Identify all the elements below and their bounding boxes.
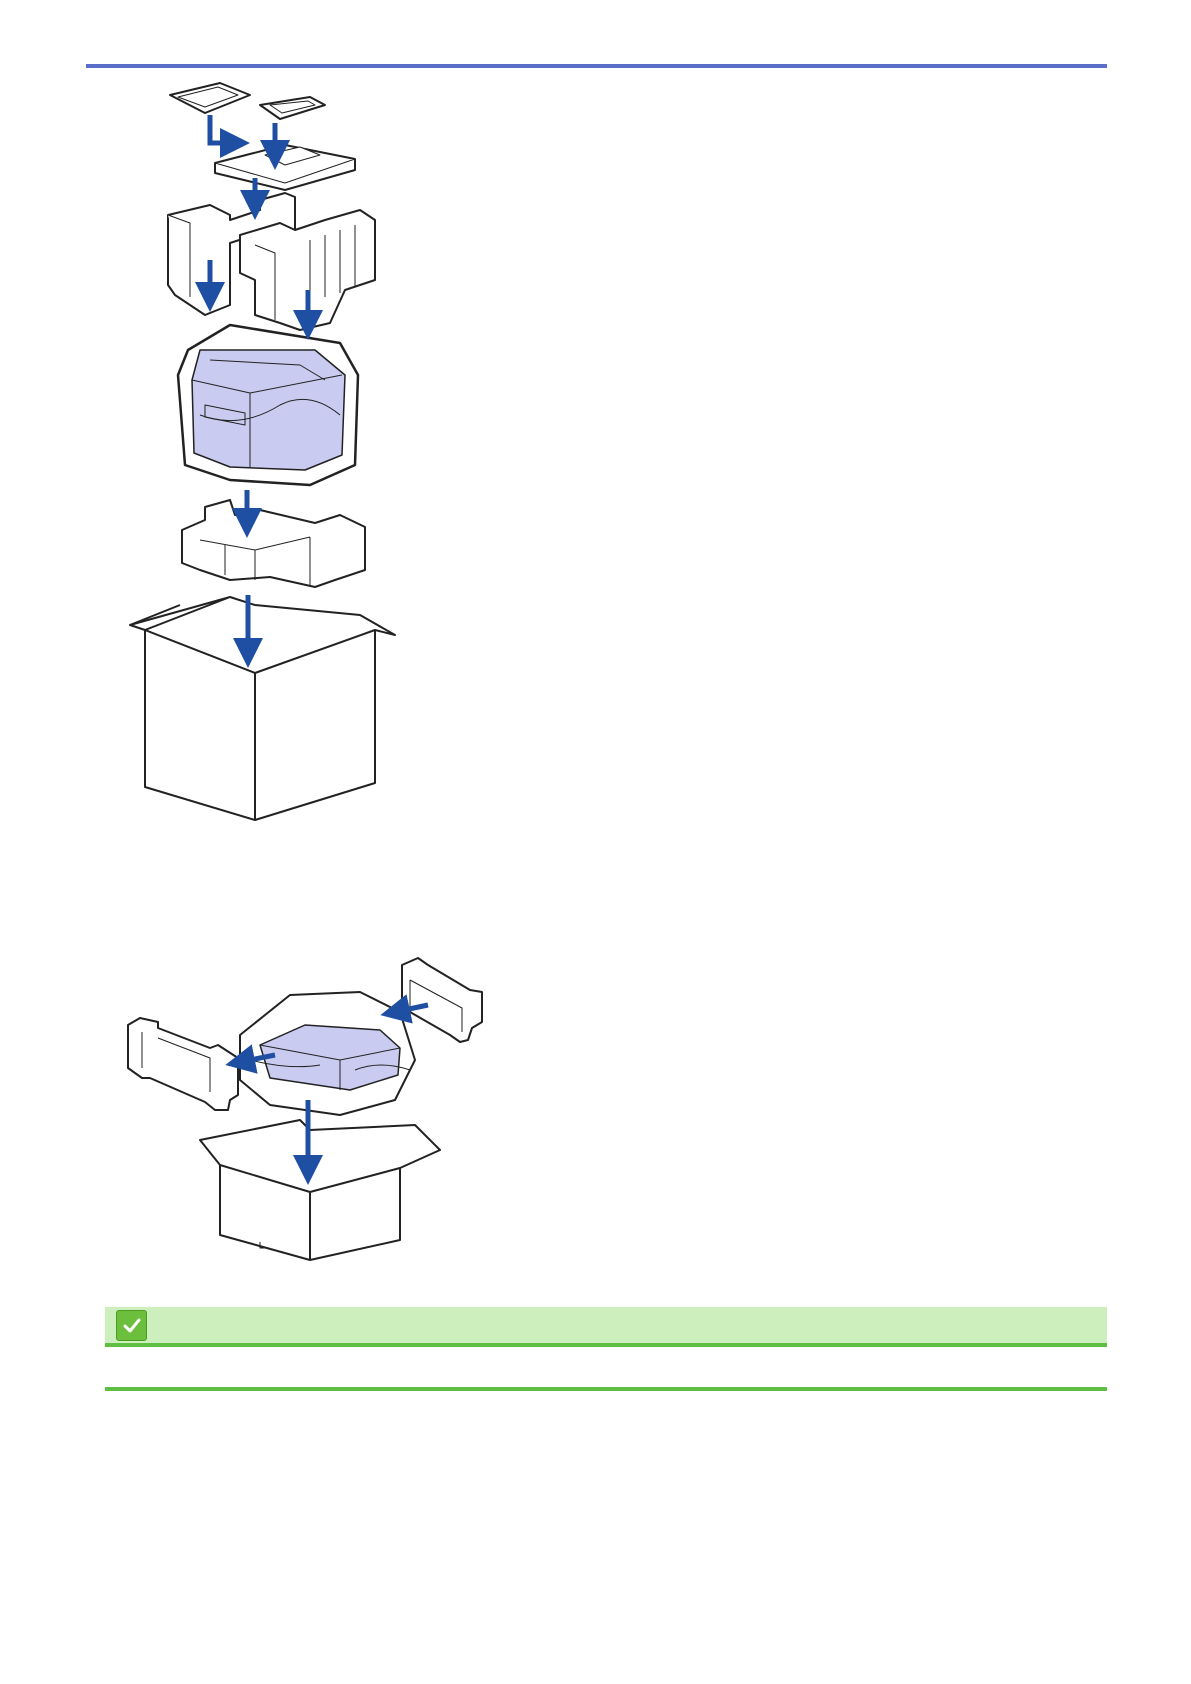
bottom-foam-tray: [182, 500, 365, 587]
end-cap-right: [402, 958, 482, 1042]
packing-box: [145, 630, 375, 820]
tray-packing-illustration: [110, 950, 550, 1285]
checkmark-icon: [116, 1310, 147, 1341]
note-bar: [105, 1307, 1107, 1347]
printer-body: [192, 350, 345, 470]
bottom-rule: [105, 1387, 1107, 1391]
top-rule: [86, 64, 1107, 68]
end-cap-left: [128, 1018, 238, 1110]
printer-packing-illustration: [110, 75, 430, 905]
